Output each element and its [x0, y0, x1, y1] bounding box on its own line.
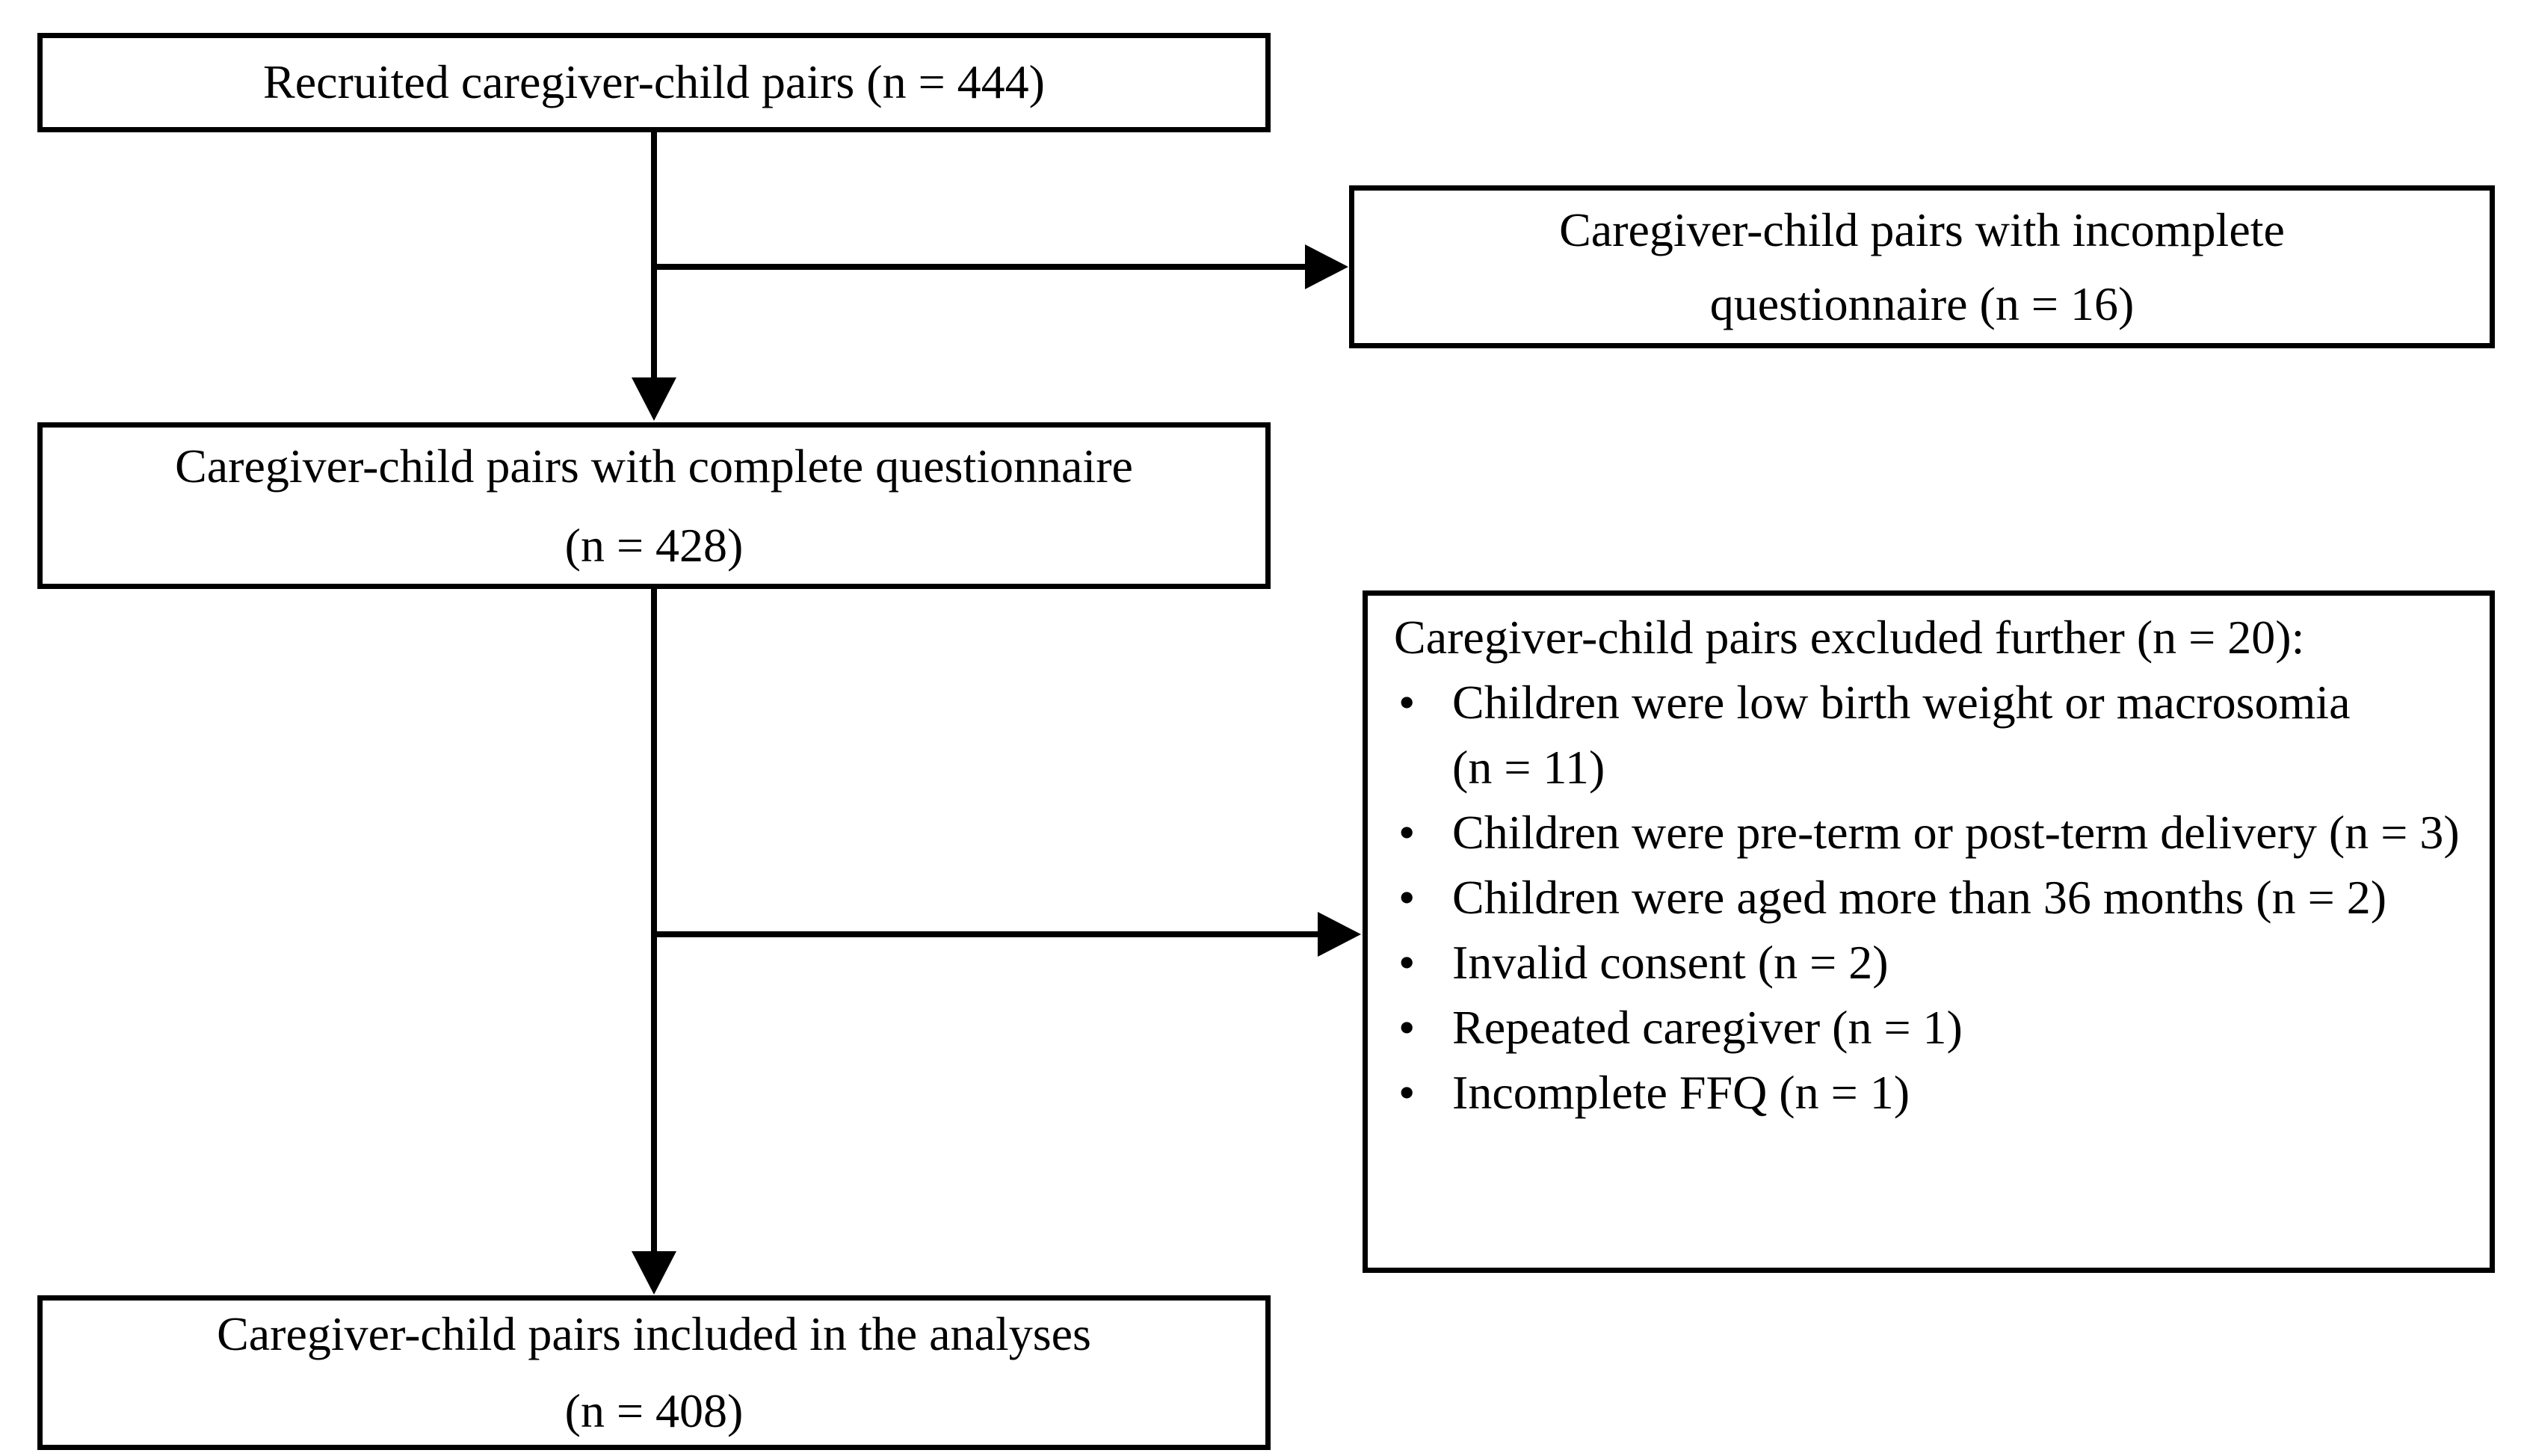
excluded-item-text: Children were low birth weight or macros… — [1452, 676, 2351, 795]
flow-box-excluded-further: Caregiver-child pairs excluded further (… — [1363, 590, 2495, 1273]
excluded-item-text: Children were pre-term or post-term deli… — [1452, 806, 2460, 860]
flow-box-included-analyses: Caregiver-child pairs included in the an… — [37, 1295, 1271, 1450]
included-text-line-2: (n = 408) — [564, 1383, 744, 1437]
incomplete-text-line-1: Caregiver-child pairs with incomplete — [1559, 203, 2285, 256]
excluded-item: • Repeated caregiver (n = 1) — [1394, 995, 2469, 1060]
excluded-item-text: Invalid consent (n = 2) — [1452, 936, 1889, 990]
connector-branch-to-excluded — [654, 931, 1319, 937]
bullet-icon: • — [1398, 1066, 1416, 1120]
excluded-title: Caregiver-child pairs excluded further (… — [1394, 611, 2305, 664]
connector-recruited-to-complete — [651, 132, 657, 379]
bullet-icon: • — [1398, 871, 1416, 925]
bullet-icon: • — [1398, 936, 1416, 990]
arrowhead-down-icon — [632, 1251, 676, 1295]
incomplete-text-line-2: questionnaire (n = 16) — [1709, 277, 2135, 330]
excluded-item: • Children were low birth weight or macr… — [1394, 670, 2469, 800]
complete-text-line-1: Caregiver-child pairs with complete ques… — [175, 439, 1133, 493]
flow-box-recruited: Recruited caregiver-child pairs (n = 444… — [37, 33, 1271, 132]
complete-text-line-2: (n = 428) — [564, 518, 744, 572]
bullet-icon: • — [1398, 676, 1416, 729]
connector-branch-to-incomplete — [654, 264, 1307, 270]
excluded-item-text: Children were aged more than 36 months (… — [1452, 871, 2386, 925]
excluded-item-text: Repeated caregiver (n = 1) — [1452, 1001, 1963, 1055]
connector-complete-to-included — [651, 589, 657, 1253]
arrowhead-right-icon — [1318, 912, 1361, 957]
bullet-icon: • — [1398, 1001, 1416, 1055]
flow-box-complete-questionnaire: Caregiver-child pairs with complete ques… — [37, 422, 1271, 589]
included-text-line-1: Caregiver-child pairs included in the an… — [217, 1307, 1091, 1361]
excluded-item: • Incomplete FFQ (n = 1) — [1394, 1060, 2469, 1125]
excluded-item: • Children were aged more than 36 months… — [1394, 865, 2469, 930]
arrowhead-down-icon — [632, 377, 676, 421]
excluded-item: • Invalid consent (n = 2) — [1394, 930, 2469, 995]
excluded-item: • Children were pre-term or post-term de… — [1394, 800, 2469, 865]
arrowhead-right-icon — [1305, 244, 1348, 289]
flow-box-incomplete-questionnaire: Caregiver-child pairs with incomplete qu… — [1349, 185, 2495, 348]
recruited-text: Recruited caregiver-child pairs (n = 444… — [263, 55, 1045, 109]
excluded-item-text: Incomplete FFQ (n = 1) — [1452, 1066, 1910, 1120]
bullet-icon: • — [1398, 806, 1416, 860]
